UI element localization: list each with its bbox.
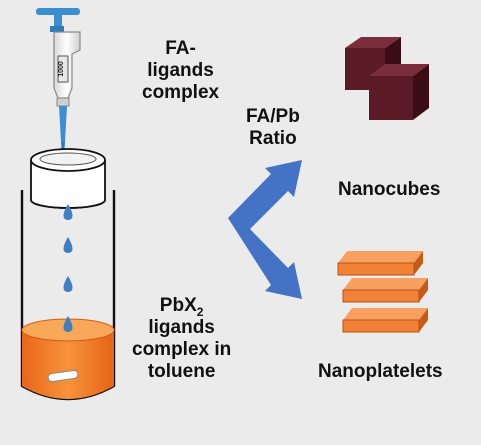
label-line: ligands (147, 60, 214, 81)
pbx-text: PbX (159, 295, 197, 316)
bifurcation-arrow (228, 160, 302, 299)
label-line: Ratio (249, 128, 297, 149)
label-line: PbX2 (132, 295, 231, 319)
droplet-icon (63, 316, 73, 333)
nanoplatelet-icon (342, 308, 428, 333)
label-line: complex (142, 82, 220, 103)
droplet-icon (63, 237, 73, 253)
droplet-icon (63, 204, 73, 221)
nanoplatelet-icon (342, 278, 428, 303)
pipette-icon: 1000 (36, 8, 81, 168)
label-line: FA- (165, 38, 196, 59)
label-line: FA/Pb (246, 106, 300, 127)
nanocubes-label: Nanocubes (338, 179, 441, 200)
fa-pb-ratio-label: FA/Pb Ratio (246, 106, 300, 150)
fa-ligands-complex-label: FA- ligands complex (142, 38, 219, 104)
droplet-icon (63, 276, 73, 292)
nanoplatelets-label: Nanoplatelets (318, 361, 443, 382)
orange-solution (22, 330, 114, 399)
nanoplatelet-icon (337, 251, 423, 276)
label-line: toluene (147, 361, 216, 382)
stir-bar (47, 369, 79, 383)
label-line: ligands (148, 317, 215, 338)
nanocube-icon (369, 64, 429, 120)
vial-icon (20, 148, 116, 401)
subscript-2: 2 (196, 304, 204, 319)
pipette-display-text: 1000 (58, 61, 65, 77)
pbx2-complex-label: PbX2 ligands complex in toluene (132, 295, 231, 383)
label-line: complex in (132, 339, 232, 360)
